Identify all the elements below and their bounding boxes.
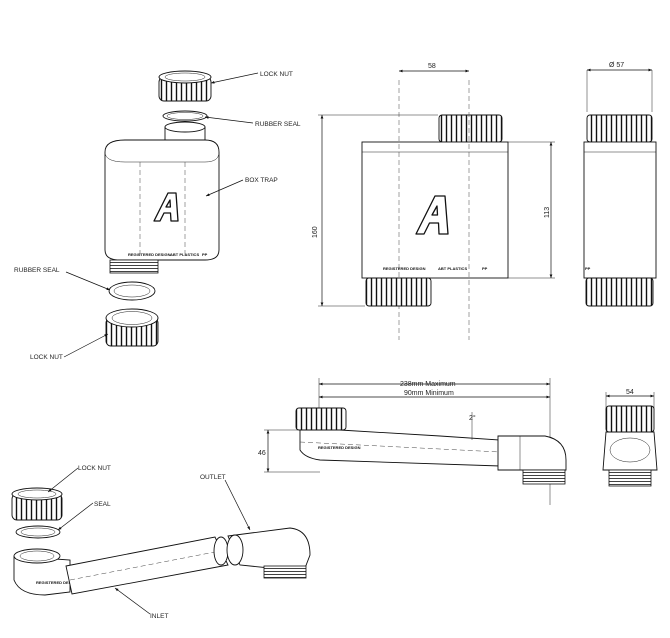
dim-length-min: 90mm Minimum <box>404 390 454 397</box>
dim-angle-2: 2° <box>469 414 476 422</box>
dim-width-58: 58 <box>428 63 436 70</box>
manufacturer-text: ABT PLASTICS <box>170 252 199 257</box>
callout-lock-nut-top: LOCK NUT <box>260 71 293 78</box>
pipe-seal <box>15 525 61 539</box>
registered-design-text-front: REGISTERED DESIGN <box>383 266 426 271</box>
dim-width-54: 54 <box>626 389 634 396</box>
material-text: PP <box>202 252 208 257</box>
callout-box-trap: BOX TRAP <box>245 177 278 184</box>
dim-length-max: 238mm Maximum <box>400 381 456 388</box>
callout-lock-nut-bottom: LOCK NUT <box>30 354 63 361</box>
material-text-front: PP <box>482 266 488 271</box>
bottom-lock-nut <box>105 308 159 347</box>
manufacturer-text-front: ABT PLASTICS <box>438 266 467 271</box>
callout-rubber-seal-bottom: RUBBER SEAL <box>14 267 60 274</box>
brand-logo-front <box>415 195 449 235</box>
pipe-trap-end-view: 54 <box>602 389 658 487</box>
front-elevation-view: REGISTERED DESIGN ABT PLASTICS PP 58 160… <box>312 63 555 340</box>
callout-inlet: INLET <box>150 613 168 620</box>
callout-seal-pipe: SEAL <box>94 501 111 508</box>
side-elevation-view: PP Ø 57 <box>583 62 657 307</box>
dim-diameter-57: Ø 57 <box>609 62 624 69</box>
dim-height-46: 46 <box>258 450 266 457</box>
registered-design-text: REGISTERED DESIGN <box>128 252 171 257</box>
exploded-box-trap-view: REGISTERED DESIGN ABT PLASTICS PP LOCK N… <box>14 70 301 361</box>
brand-logo <box>153 192 179 222</box>
material-text-side: PP <box>585 266 591 271</box>
top-rubber-seal <box>162 110 208 122</box>
callout-outlet: OUTLET <box>200 474 226 481</box>
registered-design-text-exploded: REGISTERED DESIGN <box>36 580 79 585</box>
dim-height-113: 113 <box>544 207 551 218</box>
callout-rubber-seal-top: RUBBER SEAL <box>255 121 301 128</box>
top-lock-nut <box>158 70 212 102</box>
dim-height-160: 160 <box>312 226 319 238</box>
registered-design-text-pipe: REGISTERED DESIGN <box>318 445 361 450</box>
pipe-trap-elevation-view: 238mm Maximum 90mm Minimum REGISTERED DE… <box>258 378 567 505</box>
pipe-lock-nut <box>11 487 63 521</box>
bottom-rubber-seal <box>108 281 156 301</box>
exploded-pipe-trap-view: REGISTERED DESIGN LOCK NUT SEAL OUTLET I… <box>11 465 311 620</box>
callout-lock-nut-pipe: LOCK NUT <box>78 465 111 472</box>
